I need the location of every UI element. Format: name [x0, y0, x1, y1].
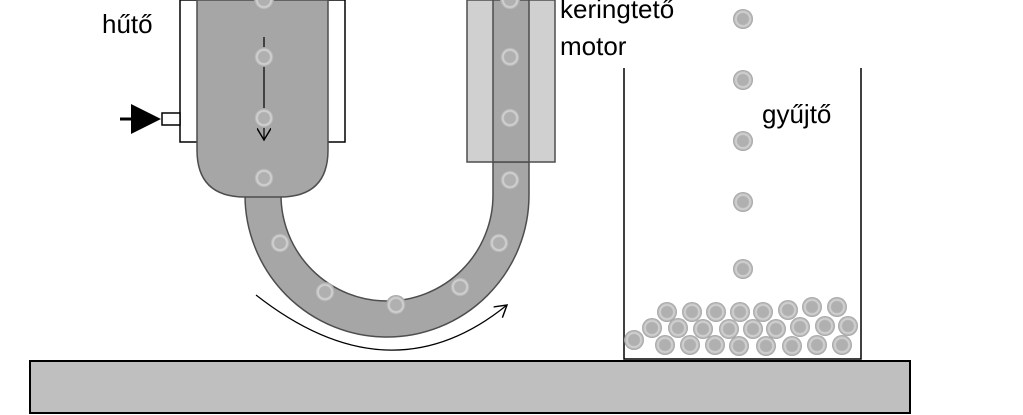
collector-label: gyűjtő [762, 99, 831, 129]
falling-particle [733, 259, 753, 279]
collected-particle [706, 302, 726, 322]
motor-label-line2: motor [560, 31, 627, 61]
motor-label-line1: keringtető [560, 0, 674, 24]
column-particle [254, 168, 274, 188]
collected-particle [753, 302, 773, 322]
collected-particle [766, 319, 786, 339]
tube-particle [386, 295, 406, 315]
cooling-column [196, 0, 329, 198]
collected-particle [729, 336, 749, 356]
collected-particle [682, 302, 702, 322]
motor-particle [500, 108, 520, 128]
collected-particle [668, 318, 688, 338]
falling-particle [733, 131, 753, 151]
collected-particle [815, 316, 835, 336]
collected-particle [756, 336, 776, 356]
collected-particle [807, 335, 827, 355]
collected-particle [743, 319, 763, 339]
falling-particle [733, 9, 753, 29]
tube-particle [489, 233, 509, 253]
collected-particle [719, 319, 739, 339]
falling-particle [733, 70, 753, 90]
column-particle [254, 0, 274, 10]
motor-particle [500, 47, 520, 67]
collected-particle [832, 335, 852, 355]
collected-particle [778, 300, 798, 320]
collected-particle [705, 335, 725, 355]
motor-particle [500, 0, 520, 10]
tube-particle [270, 233, 290, 253]
collected-particle [838, 316, 858, 336]
base-plate [29, 360, 911, 414]
collected-particle [655, 335, 675, 355]
falling-particle [733, 192, 753, 212]
curved-arrow-icon [255, 294, 507, 351]
collected-particle [827, 297, 847, 317]
collected-particle [624, 330, 644, 350]
collected-particle [790, 317, 810, 337]
motor-particle [500, 170, 520, 190]
collected-particle [680, 335, 700, 355]
collected-particle [730, 302, 750, 322]
tube-particle [315, 282, 335, 302]
collected-particle [657, 302, 677, 322]
tube-particle [450, 277, 470, 297]
collected-particle [642, 318, 662, 338]
collected-particle [782, 336, 802, 356]
cooler-inlet-nozzle [161, 112, 181, 126]
motor-shaft [492, 0, 530, 163]
collected-particle [802, 297, 822, 317]
column-particle [254, 108, 274, 128]
ball-group [254, 0, 858, 356]
collected-particle [693, 319, 713, 339]
column-particle [254, 47, 274, 67]
cooler-label: hűtő [102, 9, 153, 39]
collector-beaker [623, 68, 862, 360]
